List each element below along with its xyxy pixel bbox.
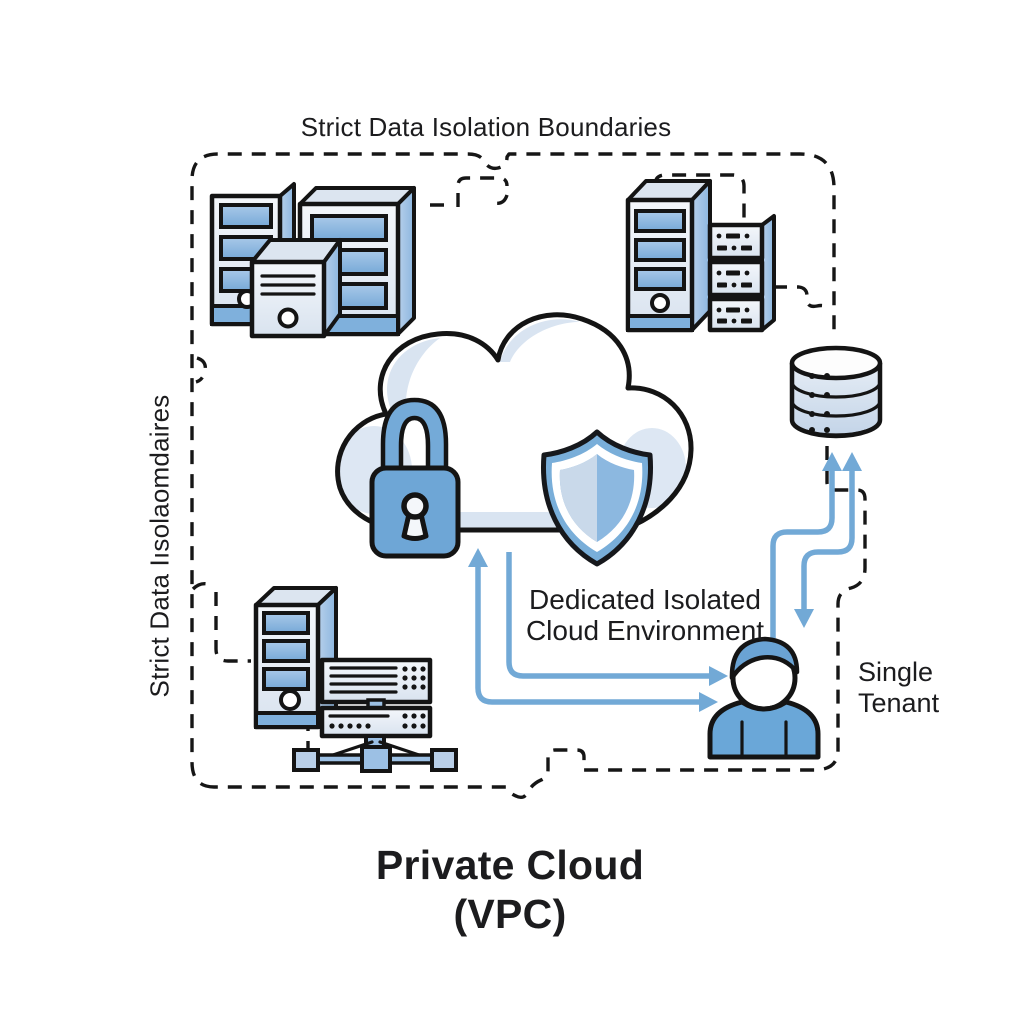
s-arrow-to-user xyxy=(794,452,862,628)
dedicated-environment-line2: Cloud Environment xyxy=(525,615,765,646)
user-icon xyxy=(707,636,821,760)
diagram-title-line1: Private Cloud xyxy=(375,842,645,888)
up-right-arrow xyxy=(468,548,718,712)
server-rack-icon xyxy=(707,214,776,333)
shield-icon xyxy=(540,429,654,567)
single-tenant-line2: Tenant xyxy=(858,688,940,718)
database-icon xyxy=(789,345,883,439)
left-boundary-label: Strict Data Iısolaomdaires xyxy=(144,394,175,698)
single-tenant-label: Single Tenant xyxy=(858,657,939,719)
diagram-title-line2: (VPC) xyxy=(453,891,567,937)
single-tenant-line1: Single xyxy=(858,657,934,687)
flow-arrows xyxy=(468,452,862,712)
server-cluster-icon xyxy=(209,182,416,339)
right-arrow-upper xyxy=(506,552,728,686)
top-boundary-label: Strict Data Isolation Boundaries xyxy=(300,112,672,142)
s-arrow-to-database xyxy=(770,452,842,648)
network-server-icon xyxy=(253,586,458,773)
dedicated-environment-label: Dedicated Isolated Cloud Environment xyxy=(484,584,806,646)
server-tower-icon xyxy=(625,179,712,333)
padlock-icon xyxy=(369,397,461,559)
diagram-title: Private Cloud (VPC) xyxy=(310,841,710,939)
dedicated-environment-line1: Dedicated Isolated xyxy=(529,584,761,615)
